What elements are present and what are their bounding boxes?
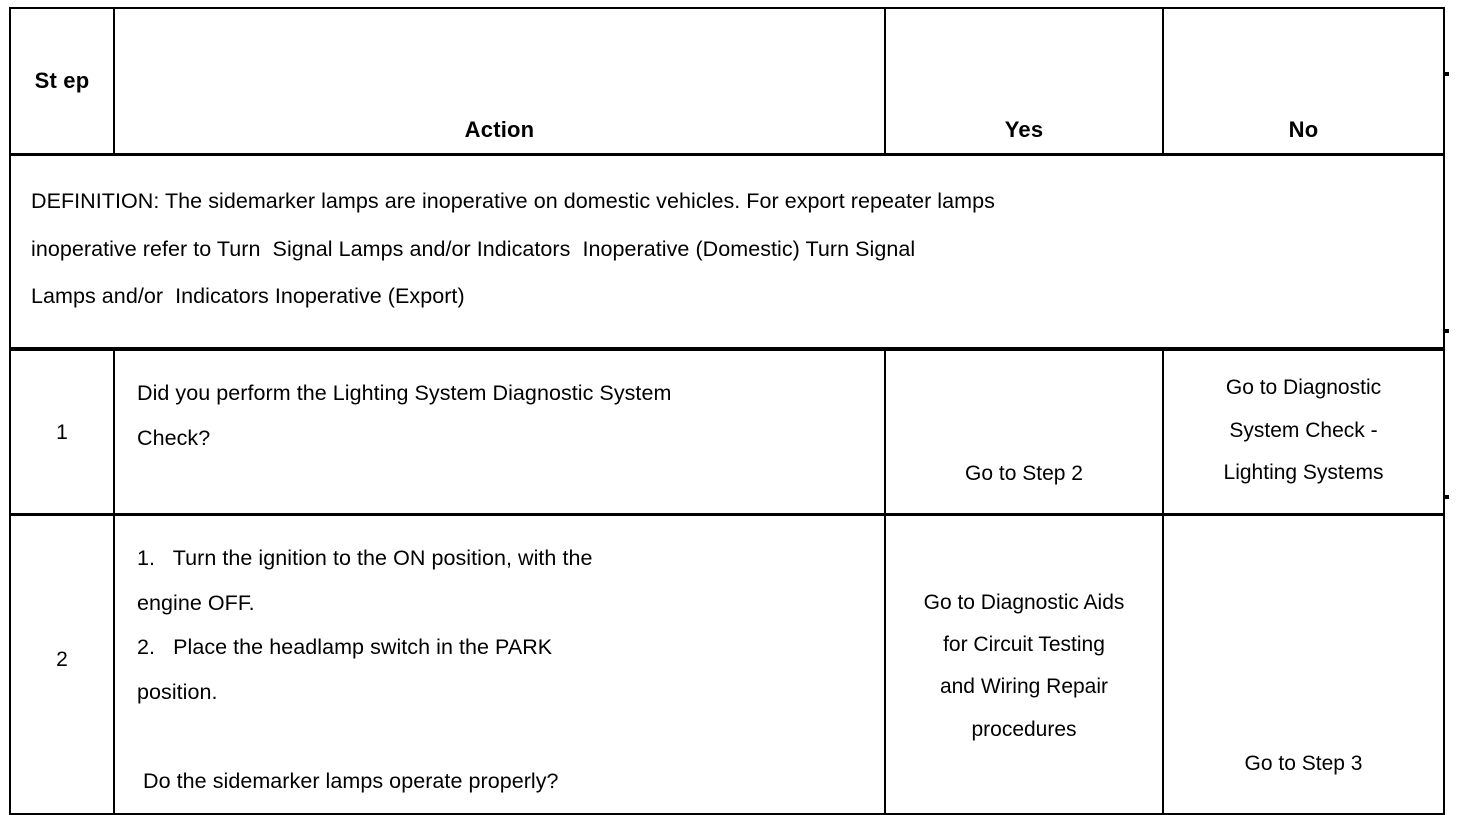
header-cell-no: No bbox=[1162, 7, 1445, 156]
row-yes-cell: Go to Step 2 bbox=[884, 347, 1164, 516]
edge-tick-mark bbox=[1444, 495, 1449, 499]
table-row: 1 Did you perform the Lighting System Di… bbox=[9, 347, 1445, 516]
row-no-cell: Go to Diagnostic System Check - Lighting… bbox=[1162, 347, 1445, 516]
yes-result-text: Go to Step 2 bbox=[965, 461, 1083, 485]
header-label-action: Action bbox=[464, 116, 535, 142]
row-action-cell: 1. Turn the ignition to the ON position,… bbox=[113, 513, 886, 815]
diagnostic-table: St ep Action Yes No bbox=[9, 7, 1445, 815]
step-number: 1 bbox=[56, 420, 68, 444]
yes-result-text: Go to Diagnostic Aids for Circuit Testin… bbox=[923, 590, 1125, 741]
row-step-cell: 1 bbox=[9, 347, 115, 516]
action-text: 1. Turn the ignition to the ON position,… bbox=[137, 546, 593, 793]
edge-tick-mark bbox=[1444, 72, 1449, 76]
header-cell-yes: Yes bbox=[884, 7, 1164, 156]
row-step-cell: 2 bbox=[9, 513, 115, 815]
table-header-row: St ep Action Yes No bbox=[9, 7, 1445, 156]
header-cell-step: St ep bbox=[9, 7, 115, 156]
step-number: 2 bbox=[56, 648, 68, 671]
no-result-text: Go to Step 3 bbox=[1244, 751, 1363, 775]
no-result-text: Go to Diagnostic System Check - Lighting… bbox=[1223, 376, 1384, 484]
header-cell-action: Action bbox=[113, 7, 886, 156]
action-text: Did you perform the Lighting System Diag… bbox=[137, 381, 672, 450]
row-action-cell: Did you perform the Lighting System Diag… bbox=[113, 347, 886, 516]
row-no-cell: Go to Step 3 bbox=[1162, 513, 1445, 815]
definition-cell: DEFINITION: The sidemarker lamps are ino… bbox=[9, 153, 1445, 352]
header-label-yes: Yes bbox=[1004, 116, 1044, 142]
page-canvas: St ep Action Yes No bbox=[9, 7, 1449, 815]
row-yes-cell: Go to Diagnostic Aids for Circuit Testin… bbox=[884, 513, 1164, 815]
definition-text: DEFINITION: The sidemarker lamps are ino… bbox=[31, 189, 995, 309]
edge-tick-mark bbox=[1444, 329, 1449, 333]
header-label-step: St ep bbox=[34, 67, 90, 93]
table-row: 2 1. Turn the ignition to the ON positio… bbox=[9, 513, 1445, 815]
header-label-no: No bbox=[1288, 116, 1319, 142]
definition-row: DEFINITION: The sidemarker lamps are ino… bbox=[9, 153, 1445, 352]
